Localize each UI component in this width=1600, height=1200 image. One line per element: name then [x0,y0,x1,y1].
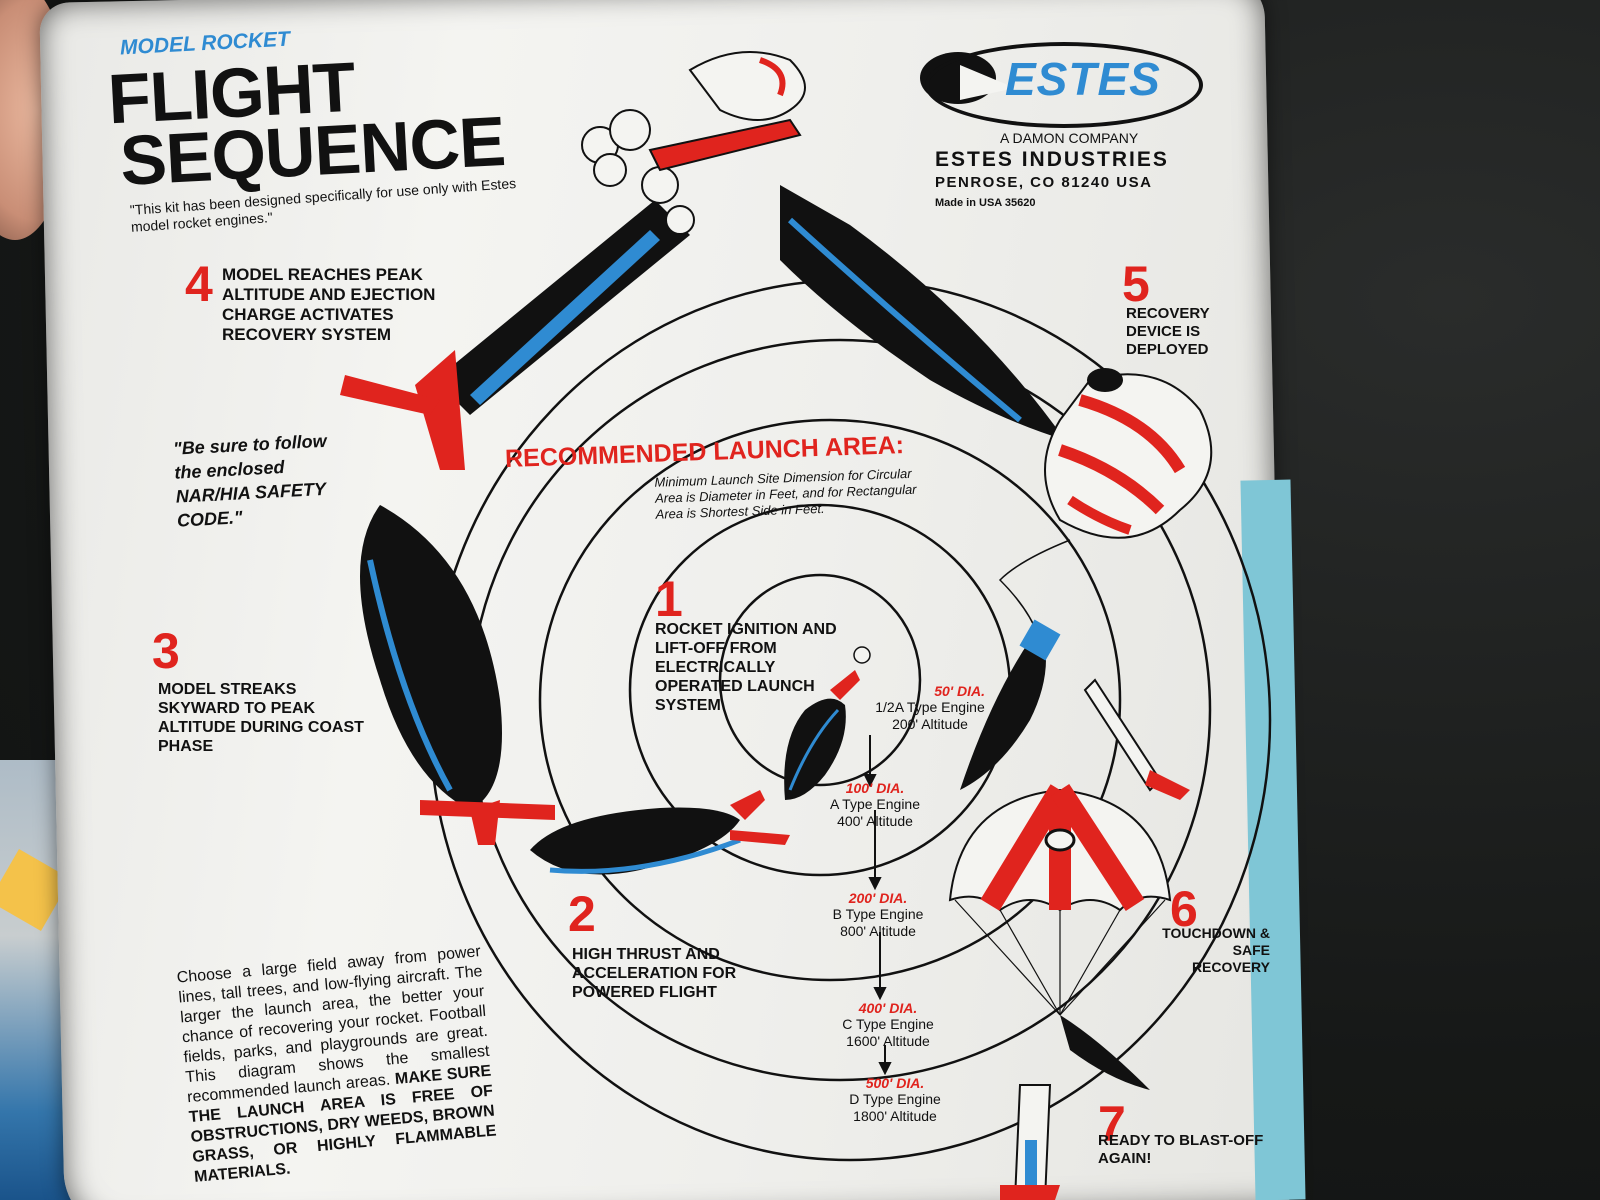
ring-label-400: 400' DIA. C Type Engine 1600' Altitude [828,1000,948,1050]
step-6-text: TOUCHDOWN & SAFE RECOVERY [1162,925,1270,975]
ejection-cloud [581,109,695,235]
rocket-step7 [1000,1084,1060,1200]
rocket-step1 [784,646,871,800]
rocket-step2 [530,790,790,875]
ring-dia: 100' DIA. [845,780,905,796]
step-5-text: RECOVERY DEVICE IS DEPLOYED [1126,305,1210,358]
ring-altitude: 800' Altitude [840,923,916,939]
step-1-text: ROCKET IGNITION AND LIFT-OFF FROM ELECTR… [655,621,837,714]
ring-arrows [863,735,892,1076]
made-in: Made in USA 35620 [935,197,1036,209]
step-4-text: MODEL REACHES PEAK ALTITUDE AND EJECTION… [222,265,436,344]
ring-engine: A Type Engine [829,796,921,812]
estes-logo-text: ESTES [1005,53,1161,105]
ring-dia: 50' DIA. [934,683,985,699]
step-2-number: 2 [568,886,596,942]
ring-dia: 500' DIA. [865,1075,925,1091]
parachute-step6 [948,783,1172,1090]
step-3-text: MODEL STREAKS SKYWARD TO PEAK ALTITUDE D… [158,681,364,755]
step-2-text: HIGH THRUST AND ACCELERATION FOR POWERED… [572,946,737,1001]
ring-label-200: 200' DIA. B Type Engine 800' Altitude [818,890,938,940]
ring-200 [538,418,1122,982]
estes-logo-oval [925,42,1203,128]
ring-altitude: 400' Altitude [837,813,913,829]
ring-label-50: 50' DIA. 1/2A Type Engine 200' Altitude [875,683,985,733]
safety-quote: "Be sure to follow the enclosed NAR/HIA … [172,430,328,531]
launch-instructions: Choose a large field away from power lin… [176,942,499,1188]
step-7-number: 7 [1098,1096,1126,1152]
step-5-number: 5 [1122,256,1150,312]
parachute-folded-top [648,51,806,172]
ring-label-100: 100' DIA. A Type Engine 400' Altitude [815,780,935,830]
company-line: A DAMON COMPANY [1000,130,1139,146]
ring-altitude: 1600' Altitude [846,1033,930,1049]
ring-50 [718,573,922,787]
ring-dia: 200' DIA. [848,890,908,906]
ring-label-500: 500' DIA. D Type Engine 1800' Altitude [835,1075,955,1125]
rocket-step4 [340,200,690,470]
ring-altitude: 1800' Altitude [853,1108,937,1124]
ring-engine: D Type Engine [849,1091,941,1107]
step-4-number: 4 [185,256,213,312]
nose-cone-step4 [780,185,1065,440]
step-6-number: 6 [1170,881,1198,937]
brand-name: ESTES INDUSTRIES [935,148,1169,171]
parachute-step5 [998,368,1213,641]
brand-address: PENROSE, CO 81240 USA [935,174,1153,191]
ring-dia: 400' DIA. [858,1000,918,1016]
rocket-step3 [360,505,555,845]
rocket-step5 [960,619,1190,800]
ring-engine: 1/2A Type Engine [875,699,985,715]
launch-area-note: Minimum Launch Site Dimension for Circul… [654,465,917,522]
step-1-number: 1 [655,571,683,627]
step-7-text: READY TO BLAST-OFF AGAIN! [1098,1132,1264,1167]
ring-engine: B Type Engine [832,906,924,922]
ring-altitude: 200' Altitude [892,716,968,732]
ring-engine: C Type Engine [842,1016,934,1032]
step-3-number: 3 [152,623,180,679]
